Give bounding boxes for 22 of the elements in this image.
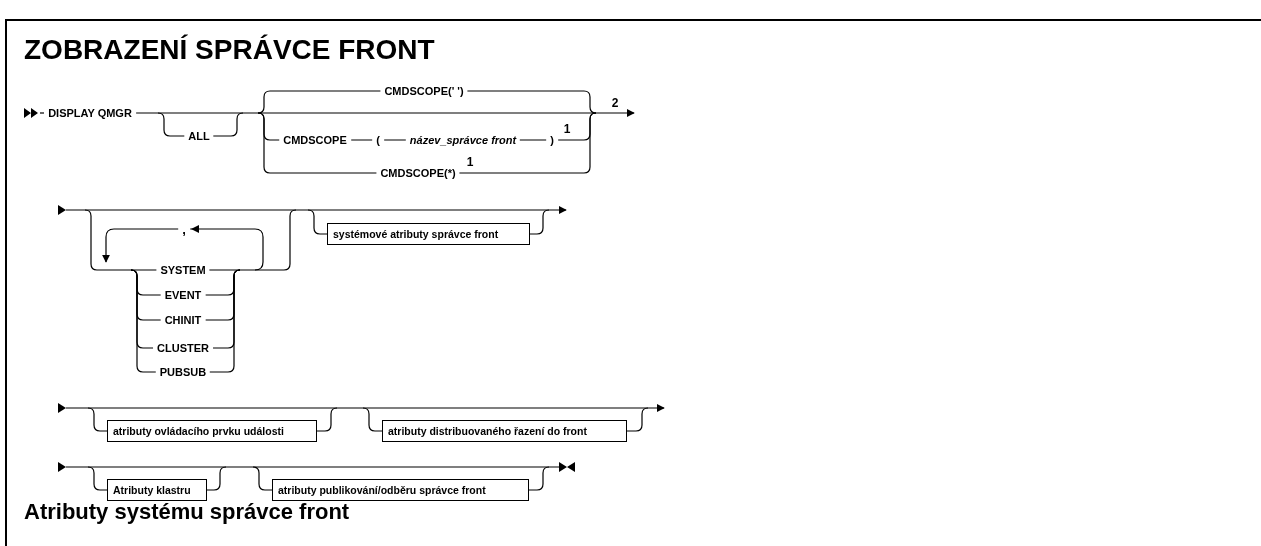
syntax-fragment-box: atributy ovládacího prvku události [107,420,317,442]
section-heading: Atributy systému správce front [24,501,350,523]
footnote-mark: 2 [611,97,619,109]
syntax-fragment-box: Atributy klastru [107,479,207,501]
syntax-keyword: CLUSTER [153,342,213,354]
footnote-mark: 1 [563,123,571,135]
syntax-keyword: CMDSCOPE(*) [376,167,460,179]
syntax-keyword: CHINIT [160,314,206,326]
syntax-keyword: SYSTEM [156,264,210,276]
diagram-title: ZOBRAZENÍ SPRÁVCE FRONT [24,36,435,64]
syntax-keyword: ( [372,134,384,146]
syntax-fragment-box: atributy distribuovaného řazení do front [382,420,627,442]
syntax-keyword: CMDSCOPE [279,134,351,146]
syntax-keyword: ) [546,134,558,146]
syntax-keyword: CMDSCOPE(' ') [380,85,468,97]
syntax-fragment-box: atributy publikování/odběru správce front [272,479,529,501]
syntax-fragment-box: systémové atributy správce front [327,223,530,245]
syntax-variable: název_správce front [405,134,521,146]
footnote-mark: 1 [466,156,474,168]
syntax-keyword: ALL [184,130,214,142]
syntax-keyword: EVENT [160,289,206,301]
syntax-keyword: PUBSUB [155,366,211,378]
